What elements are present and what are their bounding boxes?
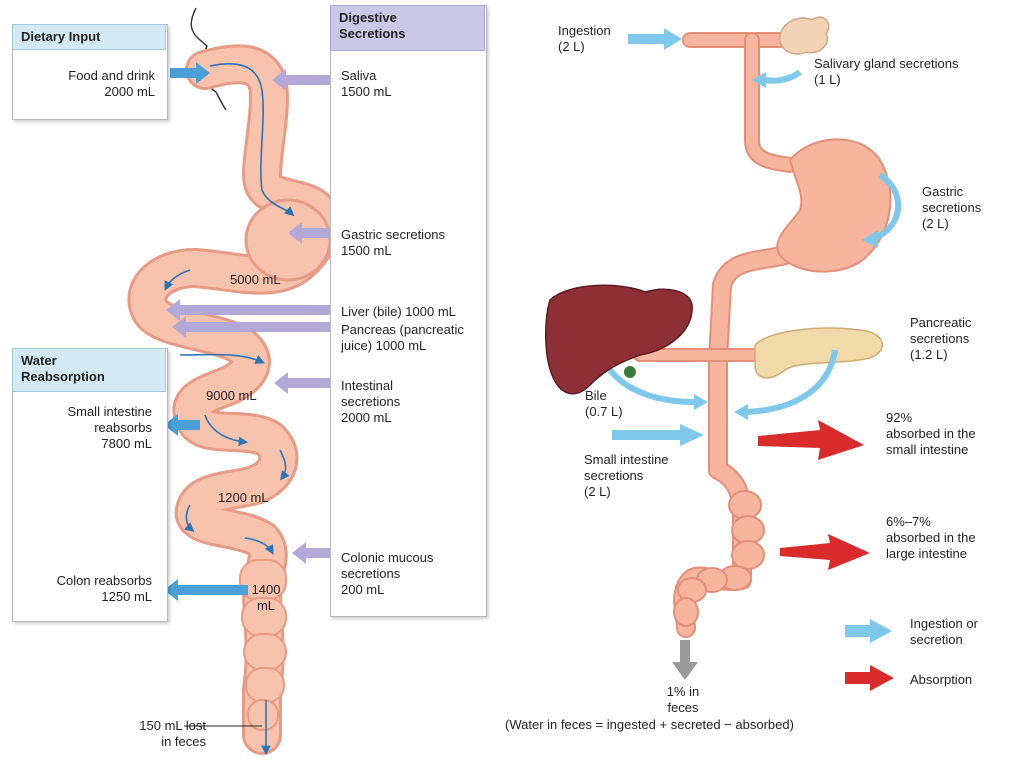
ingestion-arrows — [612, 28, 704, 446]
curved-secretion-arrows — [607, 69, 902, 415]
legend-red-arrow — [845, 665, 894, 691]
salivary-gland — [779, 16, 830, 55]
volume-1400: 1400 mL — [251, 582, 281, 613]
feces-equation: (Water in feces = ingested + secreted − … — [505, 717, 794, 732]
gastric-secretions-label: Gastric secretions 1500 mL — [341, 227, 446, 258]
pancreas-label: Pancreas (pancreatic juice) 1000 mL — [341, 322, 464, 353]
secretion-arrows — [166, 69, 330, 564]
small-intestine-secretion-arrow — [612, 424, 704, 446]
small-intestine-reabsorbs-label: Small intestine reabsorbs 7800 mL — [67, 404, 152, 451]
intestine-flow-arrows — [164, 269, 290, 555]
water-reabsorption-box — [12, 348, 168, 622]
feces-percent-label: 1% in feces — [666, 684, 700, 715]
food-and-drink-label: Food and drink 2000 mL — [68, 68, 155, 99]
dietary-input-title: Dietary Input — [12, 24, 166, 50]
reabsorption-arrows — [164, 414, 248, 601]
left-colon — [239, 559, 287, 731]
right-colon — [673, 490, 765, 627]
volume-9000: 9000 mL — [206, 388, 257, 403]
left-gi-tract — [127, 44, 341, 755]
right-stomach — [776, 138, 892, 273]
pancreatic-label: Pancreatic secretions (1.2 L) — [910, 315, 972, 362]
gallbladder — [624, 366, 636, 378]
ingestion-label: Ingestion (2 L) — [558, 23, 611, 54]
water-reabsorption-title: Water Reabsorption — [12, 348, 166, 392]
colon-reabsorbs-label: Colon reabsorbs 1250 mL — [56, 573, 152, 604]
colonic-mucous-label: Colonic mucous secretions 200 mL — [341, 550, 434, 597]
absorbed-small-label: 92% absorbed in the small intestine — [886, 410, 976, 457]
left-flow-line — [209, 63, 295, 217]
pancreas — [754, 327, 884, 379]
intestinal-secretions-label: Intestinal secretions 2000 mL — [341, 378, 401, 425]
legend-absorption-label: Absorption — [910, 672, 973, 687]
gastric-label: Gastric secretions (2 L) — [922, 184, 982, 231]
small-intestine-secretions-label: Small intestine secretions (2 L) — [584, 452, 669, 499]
saliva-label: Saliva 1500 mL — [341, 68, 392, 99]
volume-5000: 5000 mL — [230, 272, 281, 287]
ingestion-arrow — [628, 28, 682, 50]
bile-label: Bile (0.7 L) — [585, 388, 623, 419]
digestive-secretions-title: Digestive Secretions — [330, 5, 485, 51]
feces-loss-label: 150 mL lost in feces — [139, 718, 206, 749]
feces-arrow — [672, 640, 698, 680]
liver-bile-label: Liver (bile) 1000 mL — [341, 304, 456, 319]
salivary-label: Salivary gland secretions (1 L) — [814, 56, 959, 87]
volume-1200: 1200 mL — [218, 490, 269, 505]
absorption-arrows — [758, 420, 870, 570]
dietary-input-arrow — [170, 62, 210, 84]
digestive-secretions-box — [330, 5, 487, 617]
liver — [544, 284, 693, 395]
legend-blue-arrow — [845, 619, 892, 643]
legend-ingestion-label: Ingestion or secretion — [910, 616, 978, 647]
absorbed-large-label: 6%–7% absorbed in the large intestine — [886, 514, 976, 561]
